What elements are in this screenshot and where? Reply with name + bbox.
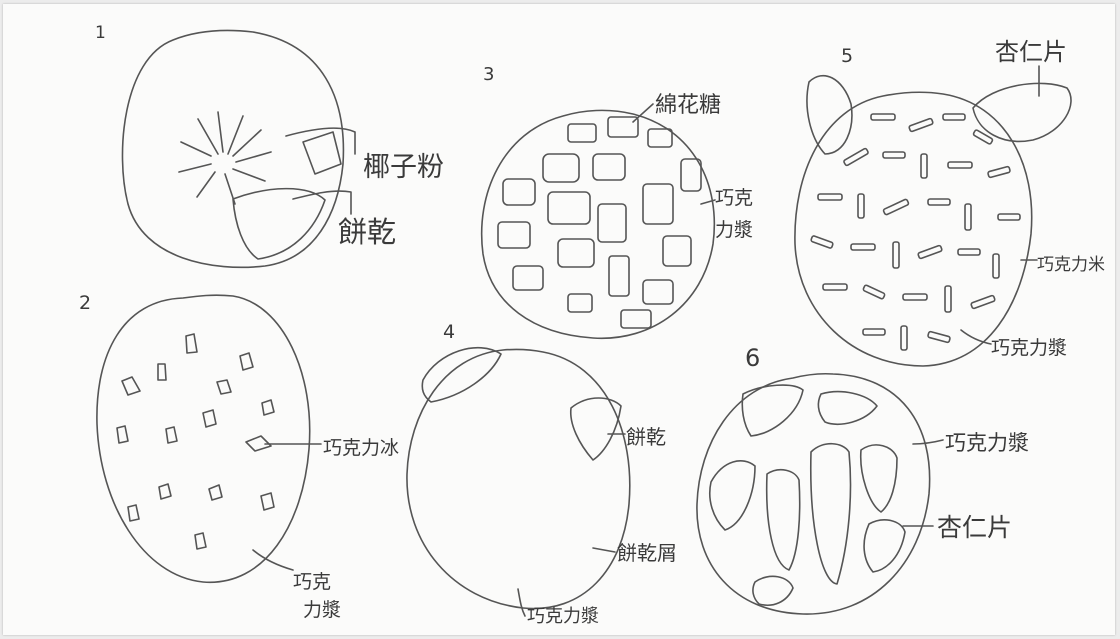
drawing-sheet: 1 椰子粉 餅乾 2 巧克力: [3, 4, 1115, 635]
sketch-6: 6 巧克力漿 杏仁片: [697, 344, 1029, 614]
sketch-5: 5: [795, 38, 1105, 366]
sketch-1-biscuit-piece: [233, 189, 325, 259]
sketch-5-almond-1: [807, 76, 852, 154]
sketch-3-number: 3: [483, 64, 494, 85]
sketch-6-number: 6: [745, 344, 760, 372]
sketch-3-marshmallows: [498, 117, 701, 328]
sketch-3-label-marshmallow: 綿花糖: [655, 93, 721, 118]
sketch-2-label-chips: 巧克力冰: [323, 437, 399, 459]
sketch-5-number: 5: [841, 45, 853, 67]
sketch-5-cookie: [795, 92, 1032, 366]
sketch-4: 4 餅乾 餅乾屑 巧克力漿: [407, 321, 677, 627]
sketch-1-label-biscuit: 餅乾: [338, 215, 396, 249]
sketch-1-cookie: [122, 30, 343, 267]
sketch-1: 1 椰子粉 餅乾: [95, 23, 444, 267]
sketch-5-label-sauce: 巧克力漿: [991, 337, 1067, 359]
sketch-2-label-sauce-2: 力漿: [303, 599, 341, 621]
sketch-2: 2 巧克力冰 巧克 力漿: [79, 292, 399, 621]
sketch-1-number: 1: [95, 23, 106, 43]
sketch-4-cookie: [407, 349, 630, 608]
sketch-3-label-sauce-2: 力漿: [715, 219, 753, 241]
sketch-2-number: 2: [79, 292, 91, 314]
sketch-4-label-sauce: 巧克力漿: [527, 606, 599, 627]
sketch-canvas: 1 椰子粉 餅乾 2 巧克力: [3, 4, 1115, 635]
sketch-2-label-sauce-1: 巧克: [293, 571, 331, 593]
sketch-6-label-sauce: 巧克力漿: [945, 431, 1029, 455]
sketch-5-label-almond: 杏仁片: [995, 38, 1067, 66]
sketch-5-sprinkles: [811, 114, 1020, 350]
sketch-4-label-biscuit: 餅乾: [626, 425, 666, 449]
sketch-1-label-coconut: 椰子粉: [363, 152, 444, 183]
sketch-4-label-crumbs: 餅乾屑: [617, 541, 677, 565]
sketch-2-chips: [117, 334, 274, 549]
sketch-2-cookie: [97, 295, 310, 582]
sketch-6-almond-slices: [710, 385, 905, 605]
sketch-1-coconut-shreds: [179, 112, 271, 204]
sketch-6-label-almond: 杏仁片: [937, 513, 1012, 542]
sketch-3: 3 綿花糖 巧克 力漿: [482, 64, 753, 338]
sketch-4-number: 4: [443, 321, 455, 343]
sketch-4-biscuit-1: [422, 348, 501, 402]
sketch-6-cookie: [697, 374, 930, 614]
sketch-3-label-sauce-1: 巧克: [715, 187, 753, 209]
sketch-5-label-sprinkles: 巧克力米: [1037, 255, 1105, 275]
